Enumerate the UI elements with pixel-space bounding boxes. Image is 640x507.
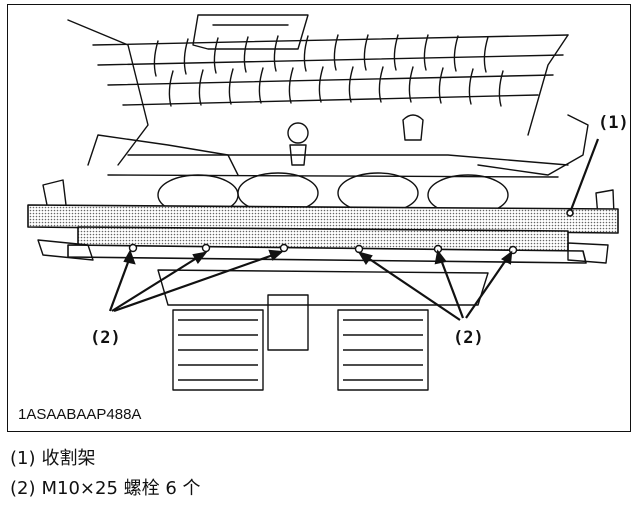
legend-text: 收割架: [41, 448, 96, 469]
seat-back: [192, 14, 309, 50]
reel-tines: [153, 34, 504, 107]
legend-text: M10×25 螺栓 6 个: [41, 478, 201, 499]
bolt-2: [201, 243, 211, 253]
mirror: [402, 114, 424, 141]
harvester-header-illustration: [27, 14, 619, 391]
legend: (1)收割架 (2)M10×25 螺栓 6 个: [10, 444, 207, 504]
bolt-1: [128, 243, 138, 253]
callout-2-right-label: (2): [453, 328, 484, 348]
mounting-bolts: [128, 243, 518, 255]
callout-1-label: (1): [598, 113, 629, 133]
bolt-4: [354, 244, 364, 254]
left-track: [172, 309, 264, 391]
diagram-frame: (1) (2) (2) 1ASAABAAP488A: [7, 4, 631, 432]
legend-marker: (1): [10, 448, 36, 469]
bolt-3: [279, 243, 289, 253]
callout-2-left-label: (2): [90, 328, 121, 348]
harvester-header-beam: [27, 204, 619, 264]
reel-left-arm: [67, 19, 149, 166]
figure-code: 1ASAABAAP488A: [18, 406, 142, 423]
gearbox: [267, 294, 309, 351]
legend-marker: (2): [10, 478, 36, 499]
leader-callout-1: [569, 138, 600, 211]
legend-item-2: (2)M10×25 螺栓 6 个: [10, 474, 207, 504]
right-track: [337, 309, 429, 391]
reel-right-arm: [527, 34, 569, 136]
fuel-cap: [287, 122, 309, 144]
legend-item-1: (1)收割架: [10, 444, 207, 474]
